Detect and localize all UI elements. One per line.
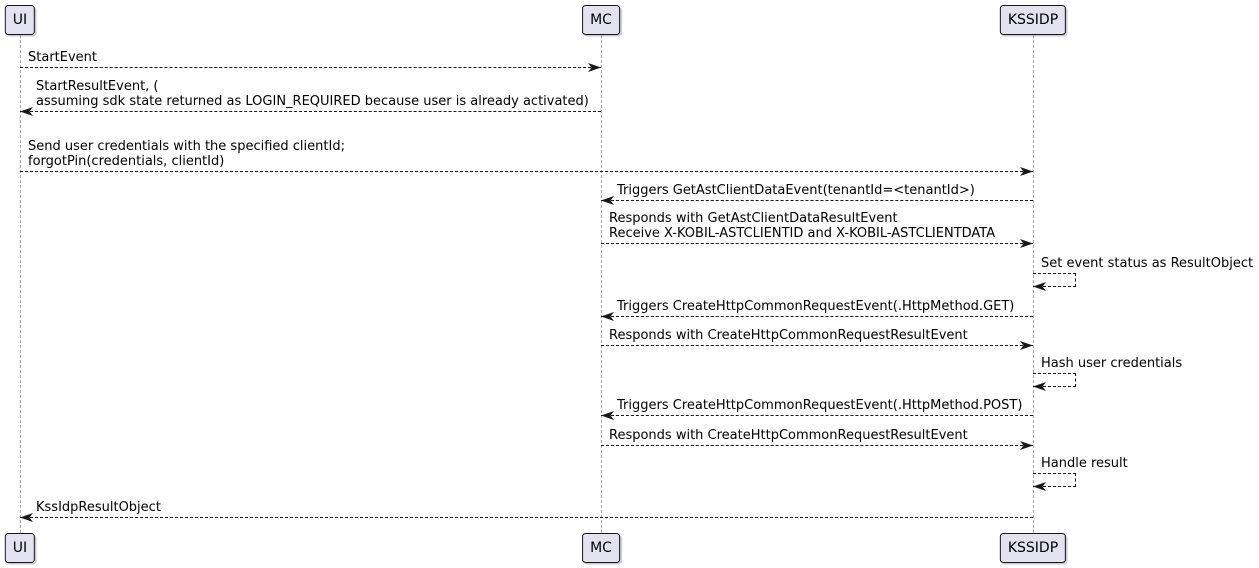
arrowhead-right-icon xyxy=(1020,440,1033,450)
message-label: Hash user credentials xyxy=(1041,356,1183,371)
self-message-loop xyxy=(1033,373,1076,387)
message-line xyxy=(20,517,1033,518)
arrowhead-left-icon xyxy=(20,106,33,116)
message-label: Set event status as ResultObject xyxy=(1041,256,1254,271)
message-line xyxy=(20,111,601,112)
arrowhead-right-icon xyxy=(588,62,601,72)
message-line xyxy=(601,415,1033,416)
arrowhead-left-icon xyxy=(20,512,33,522)
message-line xyxy=(601,445,1033,446)
self-message-loop xyxy=(1033,273,1076,287)
arrowhead-right-icon xyxy=(1020,340,1033,350)
message-label: StartEvent xyxy=(28,50,97,65)
lifeline-mc xyxy=(601,35,602,533)
message-label: Send user credentials with the specified… xyxy=(28,139,345,169)
arrowhead-right-icon xyxy=(1020,238,1033,248)
arrowhead-right-icon xyxy=(1020,166,1033,176)
message-label: KssIdpResultObject xyxy=(36,500,161,515)
message-label: Handle result xyxy=(1041,456,1128,471)
message-label: Responds with GetAstClientDataResultEven… xyxy=(609,211,996,241)
arrowhead-left-icon xyxy=(601,311,614,321)
message-line xyxy=(20,171,1033,172)
participant-mc-bottom: MC xyxy=(582,533,620,563)
arrowhead-left-icon xyxy=(1033,282,1046,291)
message-line xyxy=(20,67,601,68)
message-line xyxy=(601,200,1033,201)
message-label: Triggers GetAstClientDataEvent(tenantId=… xyxy=(617,183,975,198)
arrowhead-left-icon xyxy=(1033,482,1046,491)
arrowhead-left-icon xyxy=(601,195,614,205)
participant-mc-top: MC xyxy=(582,5,620,35)
participant-ui-bottom: UI xyxy=(4,533,36,563)
participant-ui-top: UI xyxy=(4,5,36,35)
participant-kssidp-top: KSSIDP xyxy=(999,5,1067,35)
participant-kssidp-bottom: KSSIDP xyxy=(999,533,1067,563)
message-line xyxy=(601,243,1033,244)
message-label: Responds with CreateHttpCommonRequestRes… xyxy=(609,328,968,343)
message-line xyxy=(601,316,1033,317)
message-label: Triggers CreateHttpCommonRequestEvent(.H… xyxy=(617,398,1023,413)
arrowhead-left-icon xyxy=(1033,382,1046,391)
message-label: StartResultEvent, ( assuming sdk state r… xyxy=(36,79,589,109)
lifeline-ui xyxy=(20,35,21,533)
message-line xyxy=(601,345,1033,346)
self-message-loop xyxy=(1033,473,1076,487)
message-label: Triggers CreateHttpCommonRequestEvent(.H… xyxy=(617,299,1015,314)
lifeline-kssidp xyxy=(1033,35,1034,533)
message-label: Responds with CreateHttpCommonRequestRes… xyxy=(609,428,968,443)
arrowhead-left-icon xyxy=(601,410,614,420)
